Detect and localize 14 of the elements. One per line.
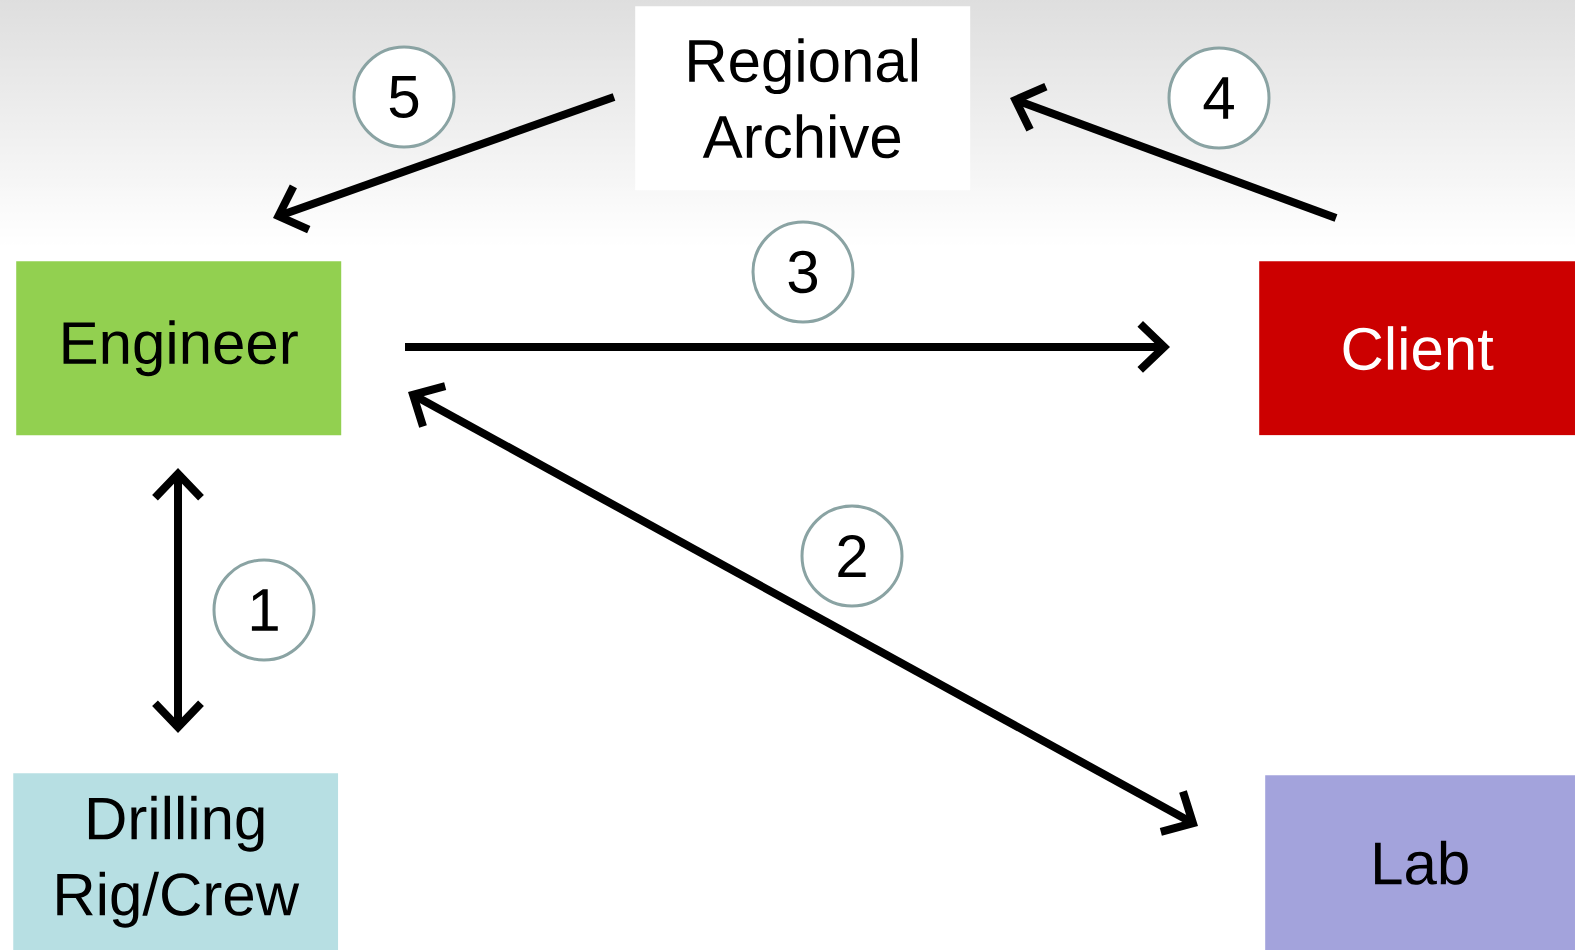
arrow [408, 382, 1198, 836]
arrow [152, 468, 204, 733]
process-box: Regional Archive [635, 6, 971, 191]
step-number: 4 [1167, 46, 1271, 150]
process-box: Engineer [16, 261, 342, 436]
step-number: 1 [212, 558, 316, 662]
arrow [1010, 83, 1338, 222]
process-box: Client [1259, 261, 1575, 436]
arrow [273, 93, 616, 234]
step-number: 2 [800, 504, 904, 608]
step-number: 5 [352, 45, 456, 149]
process-box: Drilling Rig/Crew [13, 773, 339, 950]
step-number: 3 [751, 220, 855, 324]
process-box: Lab [1265, 775, 1575, 950]
